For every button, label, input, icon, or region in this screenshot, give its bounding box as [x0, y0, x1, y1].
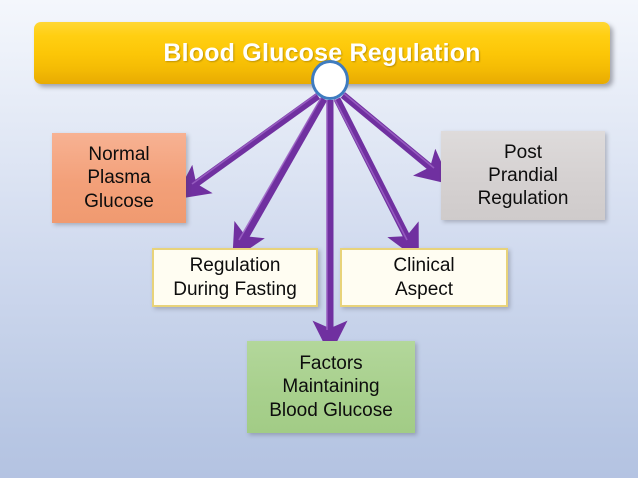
node-line: Aspect: [394, 278, 454, 300]
node-line: Clinical: [393, 255, 455, 277]
arrow-to-clinical-aspect-highlight: [333, 97, 408, 241]
node-line: Regulation: [189, 255, 281, 277]
node-line: Glucose: [84, 190, 154, 212]
node-line: Regulation: [477, 188, 569, 210]
arrow-to-normal-plasma-glucose: [174, 93, 321, 200]
node-line: During Fasting: [173, 278, 297, 300]
node-label: Clinical Aspect: [389, 254, 458, 300]
node-line: Plasma: [87, 167, 151, 189]
node-label: Post Prandial Regulation: [474, 141, 573, 211]
arrow-to-normal-plasma-glucose-highlight: [191, 92, 319, 185]
node-label: Factors Maintaining Blood Glucose: [265, 352, 397, 422]
node-line: Post: [503, 141, 543, 163]
node-label: Regulation During Fasting: [169, 254, 301, 300]
node-post-prandial-regulation[interactable]: Post Prandial Regulation: [441, 131, 605, 220]
node-line: Blood Glucose: [269, 399, 393, 421]
node-label: Normal Plasma Glucose: [80, 143, 158, 213]
arrow-to-regulation-during-fasting: [232, 97, 328, 261]
node-line: Maintaining: [282, 376, 380, 398]
central-hub-circle: [311, 60, 349, 100]
node-line: Factors: [299, 353, 363, 375]
arrow-to-regulation-during-fasting-highlight: [238, 97, 322, 241]
node-regulation-during-fasting[interactable]: Regulation During Fasting: [152, 248, 318, 307]
node-factors-maintaining-blood-glucose[interactable]: Factors Maintaining Blood Glucose: [247, 341, 415, 433]
node-line: Normal: [88, 144, 150, 166]
arrow-to-post-prandial-regulation-highlight: [341, 91, 435, 169]
node-clinical-aspect[interactable]: Clinical Aspect: [340, 248, 508, 307]
arrow-to-post-prandial-regulation: [340, 92, 452, 185]
node-normal-plasma-glucose[interactable]: Normal Plasma Glucose: [52, 133, 186, 223]
arrow-to-clinical-aspect: [333, 97, 419, 261]
node-line: Prandial: [488, 164, 558, 186]
